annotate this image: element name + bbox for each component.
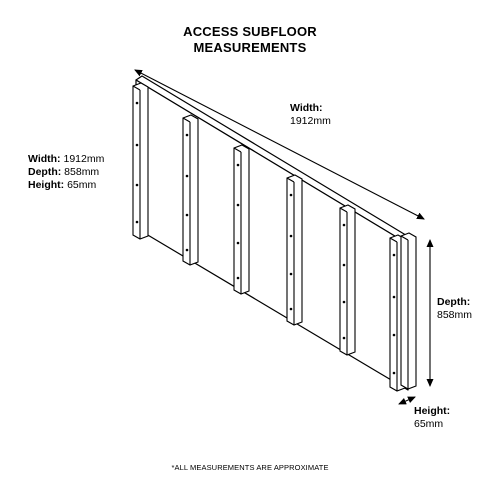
batten-3 <box>233 144 250 295</box>
batten-2 <box>182 114 199 266</box>
title-line-2: MEASUREMENTS <box>193 40 307 55</box>
batten-5 <box>339 204 356 356</box>
diagram-title: ACCESS SUBFLOOR MEASUREMENTS <box>0 24 500 56</box>
depth-value: 858mm <box>437 309 473 321</box>
width-label: Width: <box>290 102 323 114</box>
summary-height-label: Height: <box>28 179 65 191</box>
panel-face <box>135 79 409 391</box>
dimension-summary: Width: 1912mm Depth: 858mm Height: 65mm <box>28 153 104 192</box>
batten-1 <box>132 82 149 240</box>
depth-dimension-label: Depth: 858mm <box>437 296 472 322</box>
depth-label: Depth: <box>437 296 471 308</box>
summary-height-value: 65mm <box>67 179 97 191</box>
batten-4 <box>286 174 303 326</box>
width-arrow <box>134 69 425 220</box>
footnote: *ALL MEASUREMENTS ARE APPROXIMATE <box>171 463 329 472</box>
height-arrow <box>398 396 416 405</box>
summary-width-value: 1912mm <box>63 153 105 165</box>
width-value: 1912mm <box>290 115 331 127</box>
panel-board <box>135 75 415 391</box>
height-label: Height: <box>414 405 451 417</box>
side-rail <box>400 232 417 390</box>
summary-depth-label: Depth: <box>28 166 62 178</box>
title-line-1: ACCESS SUBFLOOR <box>183 24 317 39</box>
summary-depth-value: 858mm <box>64 166 100 178</box>
summary-width-label: Width: <box>28 153 61 165</box>
width-dimension-label: Width: 1912mm <box>290 102 331 128</box>
height-dimension-label: Height: 65mm <box>414 405 450 431</box>
height-value: 65mm <box>414 418 444 430</box>
